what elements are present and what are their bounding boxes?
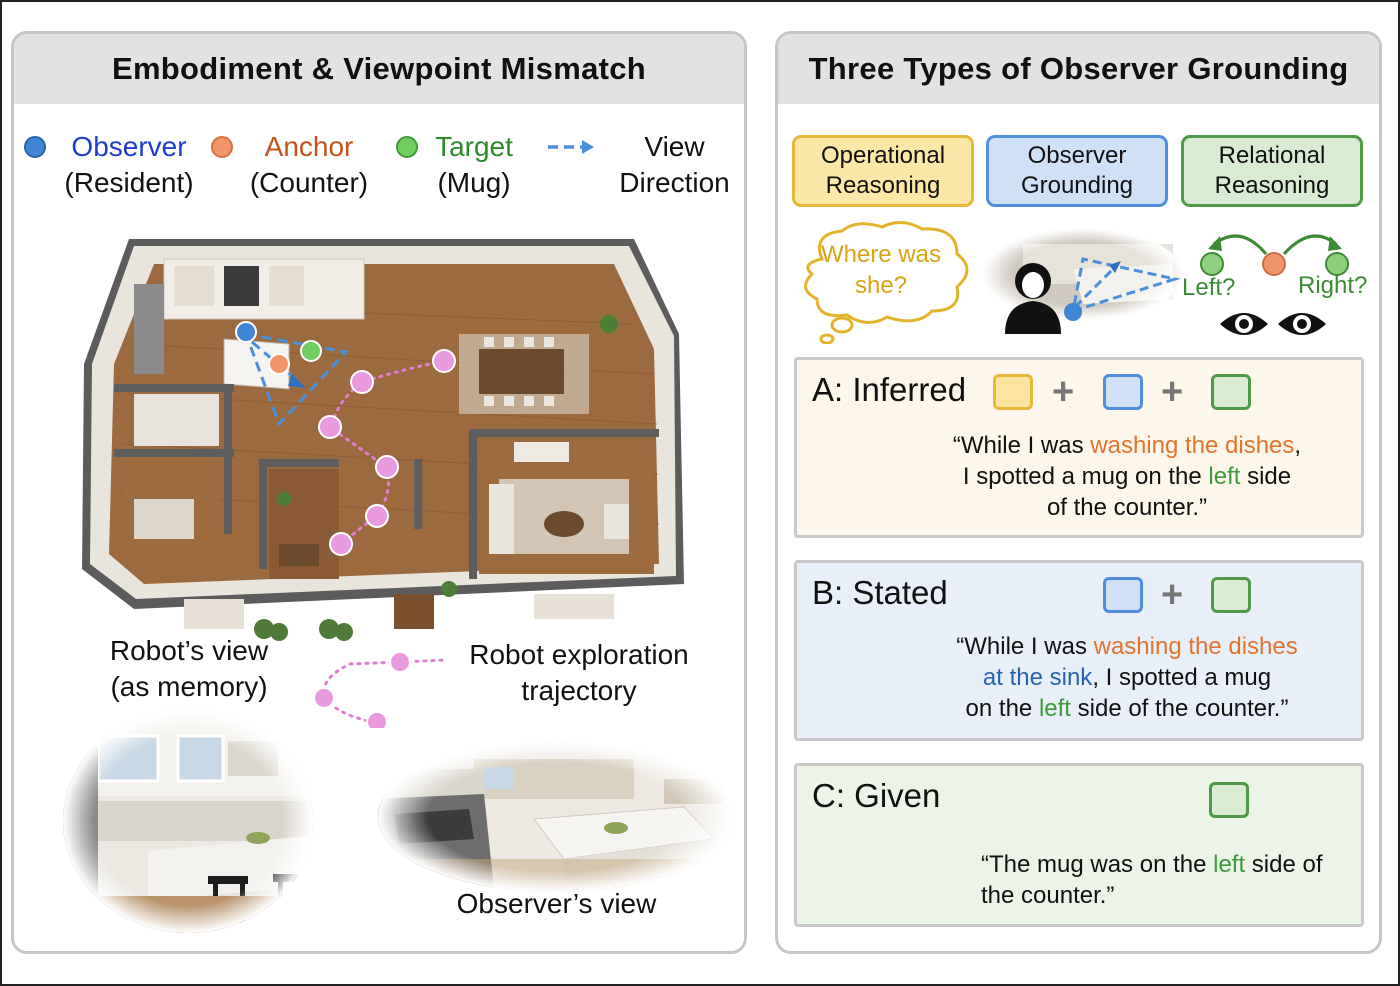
left-question: Left?	[1182, 274, 1236, 301]
card-b-quote: “While I was washing the dishes at the s…	[897, 631, 1357, 724]
observer-square-icon	[1103, 374, 1143, 410]
card-c-title: C: Given	[812, 777, 941, 814]
quote-text: “The mug was on the	[981, 851, 1214, 878]
left-right-arrows-icon	[1200, 234, 1349, 276]
legend-observer-sub: (Resident)	[64, 167, 194, 198]
quote-text: side of the counter.”	[1070, 695, 1289, 722]
observer-line1: Observer	[1027, 142, 1127, 169]
floor-plan-illustration	[82, 239, 684, 641]
card-given: C: Given “The mug was on the left side o…	[794, 763, 1364, 927]
anchor-legend-dot	[211, 136, 233, 158]
quote-text: side of	[1245, 851, 1323, 878]
trajectory-caption-line2: trajectory	[521, 675, 637, 706]
card-a-quote: “While I was washing the dishes, I spott…	[897, 430, 1357, 523]
left-panel-title: Embodiment & Viewpoint Mismatch	[14, 34, 744, 104]
robot-view-caption-line2: (as memory)	[110, 671, 268, 702]
card-b-title: B: Stated	[812, 574, 948, 611]
plus-icon: +	[1052, 371, 1075, 413]
quote-text: the counter.”	[981, 882, 1115, 909]
target-legend-dot	[396, 136, 418, 158]
view-direction-arrow-icon	[548, 140, 594, 154]
legend-view-name: View	[644, 131, 705, 162]
trajectory-caption-line1: Robot exploration	[469, 639, 689, 670]
legend-view-direction: View Direction	[612, 129, 737, 201]
operational-line2: Reasoning	[825, 172, 941, 199]
observer-line2: Grounding	[1020, 172, 1134, 199]
card-inferred: A: Inferred + + “While I was washing the…	[794, 357, 1364, 538]
legend-target-name: Target	[435, 131, 513, 162]
card-c-quote: “The mug was on the left side of the cou…	[981, 849, 1361, 911]
legend-anchor-sub: (Counter)	[249, 167, 369, 198]
operational-line1: Operational	[820, 142, 946, 169]
trajectory-legend-icon	[313, 651, 447, 728]
quote-highlight-location: at the sink	[982, 664, 1093, 691]
robot-view-caption: Robot’s view (as memory)	[84, 633, 294, 705]
quote-text: ,	[1294, 432, 1302, 459]
quote-text: on the	[965, 695, 1039, 722]
legend-view-sub: Direction	[619, 167, 730, 198]
thought-bubble-text: Where was she?	[806, 239, 956, 301]
legend-target-sub: (Mug)	[437, 167, 511, 198]
relational-line2: Reasoning	[1214, 172, 1330, 199]
robot-view-image	[63, 709, 313, 933]
legend-observer-name: Observer	[71, 131, 187, 162]
quote-text: side	[1240, 463, 1292, 490]
relational-square-icon	[1209, 782, 1249, 818]
plus-icon: +	[1161, 574, 1184, 616]
quote-highlight-action: washing the dishes	[1090, 432, 1295, 459]
legend-observer: Observer (Resident)	[54, 129, 204, 201]
observer-legend-dot	[24, 136, 46, 158]
thought-line2: she?	[854, 272, 908, 299]
quote-highlight-relation: left	[1038, 695, 1071, 722]
relational-square-icon	[1211, 374, 1251, 410]
observer-view-image	[378, 742, 734, 892]
relational-square-icon	[1211, 577, 1251, 613]
quote-text: I spotted a mug on the	[962, 463, 1209, 490]
left-panel: Embodiment & Viewpoint Mismatch Observer…	[11, 31, 747, 954]
observer-square-icon	[1103, 577, 1143, 613]
robot-view-caption-line1: Robot’s view	[109, 635, 269, 666]
thought-line1: Where was	[820, 241, 942, 268]
right-panel: Three Types of Observer Grounding Operat…	[775, 31, 1382, 954]
quote-text: , I spotted a mug	[1092, 664, 1272, 691]
card-stated: B: Stated + “While I was washing the dis…	[794, 560, 1364, 741]
right-panel-title: Three Types of Observer Grounding	[778, 34, 1379, 104]
right-question: Right?	[1298, 272, 1368, 299]
legend-anchor: Anchor (Counter)	[239, 129, 379, 201]
legend-anchor-name: Anchor	[264, 131, 354, 162]
plus-icon: +	[1161, 371, 1184, 413]
quote-text: “While I was	[956, 633, 1094, 660]
trajectory-caption: Robot exploration trajectory	[439, 637, 719, 709]
quote-text: of the counter.”	[1046, 494, 1208, 521]
quote-text: “While I was	[952, 432, 1091, 459]
thought-bubble-icon	[804, 221, 969, 344]
card-a-title: A: Inferred	[812, 371, 967, 408]
operational-square-icon	[993, 374, 1033, 410]
legend-target: Target (Mug)	[414, 129, 534, 201]
relational-line1: Relational	[1218, 142, 1326, 169]
quote-highlight-relation: left	[1213, 851, 1246, 878]
quote-highlight-relation: left	[1208, 463, 1241, 490]
observer-person-icon	[983, 229, 1183, 334]
observer-view-caption: Observer’s view	[456, 888, 657, 919]
eyes-icon	[1220, 313, 1326, 335]
quote-highlight-action: washing the dishes	[1093, 633, 1298, 660]
